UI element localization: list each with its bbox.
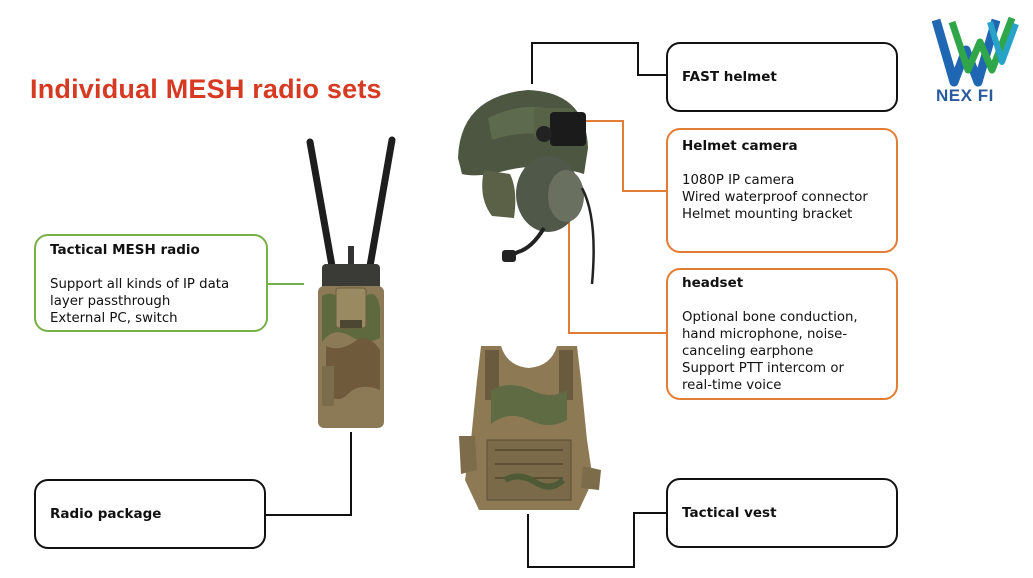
helmet-camera-box: Helmet camera 1080P IP camera Wired wate… xyxy=(666,128,898,253)
headset-line: Support PTT intercom or xyxy=(682,361,844,376)
connector-package-h xyxy=(264,514,352,516)
tactical-radio-line: Support all kinds of IP data xyxy=(50,277,230,292)
connector-camera-h1 xyxy=(584,120,624,122)
headset-line: real-time voice xyxy=(682,378,782,393)
tactical-vest-title: Tactical vest xyxy=(682,504,777,521)
connector-vest-h1 xyxy=(527,566,635,568)
helmet-camera-details: 1080P IP camera Wired waterproof connect… xyxy=(682,172,882,223)
headset-box: headset Optional bone conduction, hand m… xyxy=(666,268,898,400)
connector-camera-h2 xyxy=(622,190,668,192)
logo-text: NEX FI xyxy=(936,86,994,106)
fast-helmet-title: FAST helmet xyxy=(682,68,777,85)
helmet-camera-title: Helmet camera xyxy=(682,138,798,154)
helmet-image xyxy=(458,90,595,285)
tactical-radio-line: External PC, switch xyxy=(50,311,178,326)
connector-radio-h xyxy=(266,283,304,285)
headset-details: Optional bone conduction, hand microphon… xyxy=(682,309,882,394)
tactical-vest-image xyxy=(459,346,601,510)
connector-vest-v2 xyxy=(633,512,635,568)
connector-camera-v xyxy=(622,120,624,192)
logo-text-fi: FI xyxy=(977,86,994,105)
helmet-camera-line: Wired waterproof connector xyxy=(682,190,868,205)
nexfi-logo-icon xyxy=(932,16,1019,87)
connector-headset-v xyxy=(568,212,570,334)
radio-package-title: Radio package xyxy=(50,505,162,522)
headset-title: headset xyxy=(682,275,744,291)
connector-helmet-top xyxy=(531,42,639,44)
connector-helmet-end xyxy=(637,74,667,76)
connector-helmet-vertical xyxy=(531,42,533,84)
connector-vest-h2 xyxy=(633,512,669,514)
radio-package-box: Radio package xyxy=(34,479,266,549)
headset-line: canceling earphone xyxy=(682,344,814,359)
page-title: Individual MESH radio sets xyxy=(30,74,382,104)
tactical-radio-line: layer passthrough xyxy=(50,294,171,309)
connector-headset-h xyxy=(568,332,668,334)
tactical-radio-details: Support all kinds of IP data layer passt… xyxy=(50,276,252,327)
fast-helmet-box: FAST helmet xyxy=(666,42,898,112)
connector-package-v xyxy=(350,432,352,516)
helmet-camera-line: 1080P IP camera xyxy=(682,173,795,188)
tactical-radio-box: Tactical MESH radio Support all kinds of… xyxy=(34,234,268,332)
headset-line: Optional bone conduction, xyxy=(682,310,858,325)
connector-vest-v1 xyxy=(527,514,529,568)
headset-line: hand microphone, noise- xyxy=(682,327,848,342)
tactical-vest-box: Tactical vest xyxy=(666,478,898,548)
helmet-camera-line: Helmet mounting bracket xyxy=(682,207,853,222)
connector-helmet-drop xyxy=(637,42,639,76)
logo-text-nex: NEX xyxy=(936,86,973,105)
tactical-radio-title: Tactical MESH radio xyxy=(50,242,200,258)
radio-device-image xyxy=(306,136,396,428)
